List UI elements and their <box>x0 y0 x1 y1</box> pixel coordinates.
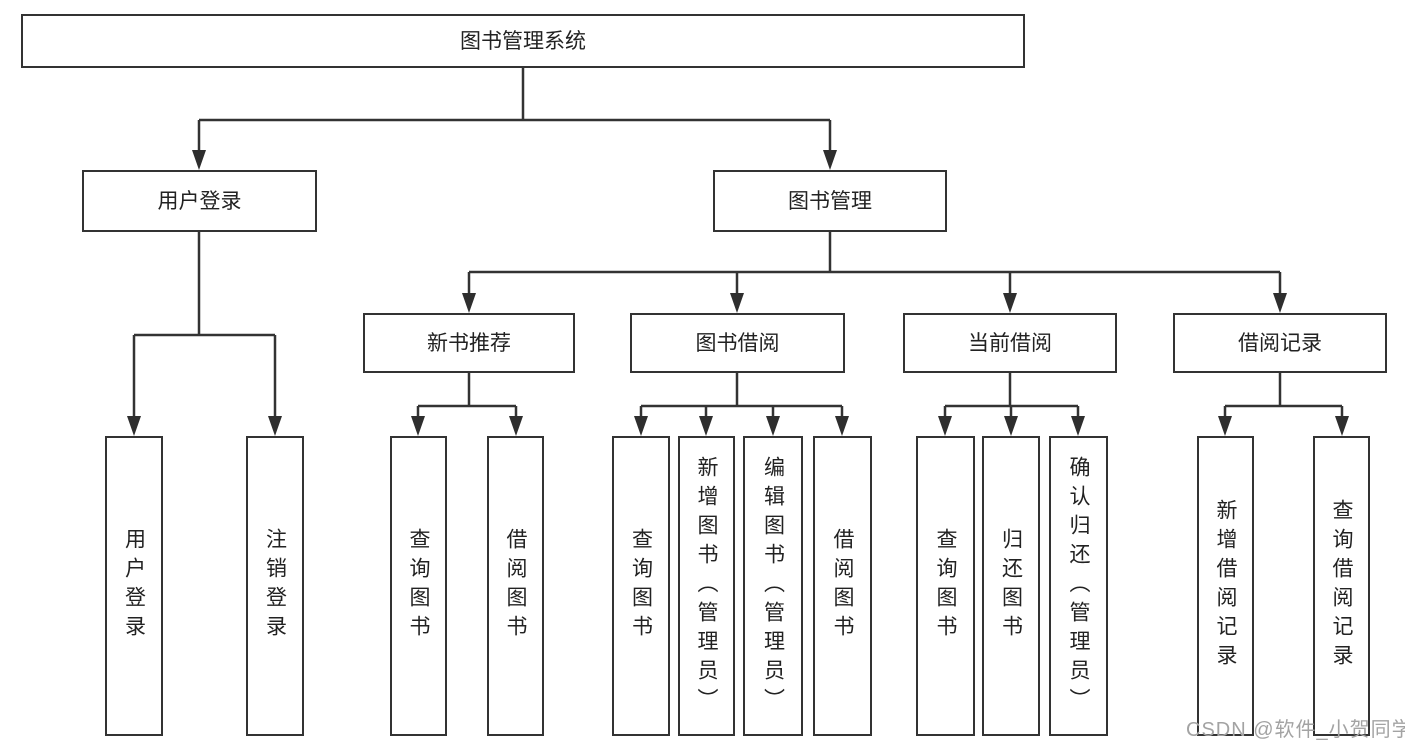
arrow-down-icon <box>938 416 952 436</box>
arrow-down-icon <box>192 150 206 170</box>
leaf-add-borrow-record: 新增借阅记录 <box>1197 436 1254 736</box>
leaf-query-books-recommend: 查询图书 <box>390 436 447 736</box>
node-label: 归还图书 <box>999 528 1023 644</box>
connector-root-to-level2 <box>192 68 837 170</box>
leaf-return-books: 归还图书 <box>982 436 1040 736</box>
node-label: 查询图书 <box>934 528 957 644</box>
node-label: 查询借阅记录 <box>1330 499 1353 673</box>
connector-user-login-to-leaves <box>127 232 282 436</box>
arrow-down-icon <box>1273 293 1287 313</box>
leaf-query-books-borrow: 查询图书 <box>612 436 670 736</box>
node-label: 新增图书（管理员） <box>695 455 718 717</box>
node-label: 用户登录 <box>157 189 242 213</box>
arrow-down-icon <box>1004 416 1018 436</box>
connector-borrow-records-to-leaves <box>1218 373 1349 436</box>
leaf-confirm-return-admin: 确认归还（管理员） <box>1049 436 1108 736</box>
node-label: 图书管理 <box>788 189 872 213</box>
connector-current-borrow-to-leaves <box>938 373 1085 436</box>
node-label: 查询图书 <box>629 528 653 644</box>
arrow-down-icon <box>127 416 141 436</box>
leaf-borrow-books: 借阅图书 <box>813 436 872 736</box>
arrow-down-icon <box>1003 293 1017 313</box>
arrow-down-icon <box>835 416 849 436</box>
node-label: 借阅记录 <box>1238 331 1322 355</box>
leaf-logout: 注销登录 <box>246 436 304 736</box>
leaf-borrow-books-recommend: 借阅图书 <box>487 436 544 736</box>
arrow-down-icon <box>462 293 476 313</box>
node-new-book-recommend: 新书推荐 <box>363 313 575 373</box>
node-label: 借阅图书 <box>504 528 527 644</box>
arrow-down-icon <box>1335 416 1349 436</box>
arrow-down-icon <box>268 416 282 436</box>
node-root: 图书管理系统 <box>21 14 1025 68</box>
leaf-add-books-admin: 新增图书（管理员） <box>678 436 735 736</box>
connector-book-borrow-to-leaves <box>634 373 849 436</box>
connector-new-book-recommend-to-leaves <box>411 373 523 436</box>
arrow-down-icon <box>730 293 744 313</box>
node-label: 注销登录 <box>263 528 287 644</box>
arrow-down-icon <box>411 416 425 436</box>
connector-book-management-to-level3 <box>462 232 1287 313</box>
node-label: 新增借阅记录 <box>1214 499 1237 673</box>
arrow-down-icon <box>766 416 780 436</box>
node-book-borrow: 图书借阅 <box>630 313 845 373</box>
node-label: 图书借阅 <box>695 331 780 355</box>
node-label: 用户登录 <box>122 528 146 644</box>
arrow-down-icon <box>1071 416 1085 436</box>
leaf-query-borrow-record: 查询借阅记录 <box>1313 436 1370 736</box>
node-book-management-branch: 图书管理 <box>713 170 947 232</box>
leaf-query-books-current: 查询图书 <box>916 436 975 736</box>
node-current-borrow: 当前借阅 <box>903 313 1117 373</box>
node-label: 当前借阅 <box>968 331 1052 355</box>
node-label: 新书推荐 <box>427 331 511 355</box>
node-user-login-branch: 用户登录 <box>82 170 317 232</box>
leaf-edit-books-admin: 编辑图书（管理员） <box>743 436 803 736</box>
arrow-down-icon <box>1218 416 1232 436</box>
arrow-down-icon <box>823 150 837 170</box>
arrow-down-icon <box>509 416 523 436</box>
leaf-user-login: 用户登录 <box>105 436 163 736</box>
arrow-down-icon <box>699 416 713 436</box>
node-label: 借阅图书 <box>831 528 854 644</box>
node-label: 编辑图书（管理员） <box>761 455 785 717</box>
node-root-label: 图书管理系统 <box>460 29 586 53</box>
csdn-watermark: CSDN @软件_小贺同学 <box>1186 719 1405 741</box>
node-borrow-records: 借阅记录 <box>1173 313 1387 373</box>
node-label: 确认归还（管理员） <box>1067 455 1090 717</box>
node-label: 查询图书 <box>407 528 430 644</box>
arrow-down-icon <box>634 416 648 436</box>
